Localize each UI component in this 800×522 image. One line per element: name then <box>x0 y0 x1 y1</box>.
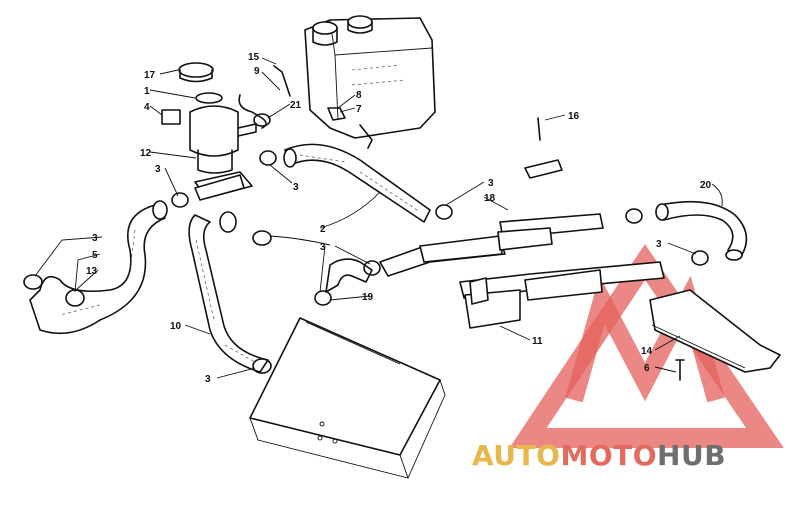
callout-18: 18 <box>484 193 496 204</box>
callout-6: 6 <box>644 363 650 374</box>
heat-exchanger-rails <box>379 213 665 329</box>
bleed-valve <box>524 117 563 179</box>
brand-hub: HUB <box>657 439 727 472</box>
leader-lines <box>34 57 723 379</box>
callout-labels: 17 1 4 12 3 15 9 21 8 7 3 2 3 5 13 3 19 … <box>86 52 712 385</box>
brand-auto: AUTO <box>472 439 561 472</box>
callout-14: 14 <box>641 346 653 357</box>
heat-exchanger-panel <box>249 317 446 479</box>
callout-3-left-top: 3 <box>155 164 161 175</box>
callout-3-right: 3 <box>656 239 662 250</box>
watermark-brand: AUTOMOTOHUB <box>472 439 726 472</box>
upper-hose <box>283 143 431 223</box>
label-plate <box>161 109 181 125</box>
callout-19: 19 <box>362 292 374 303</box>
callout-3-exchanger: 3 <box>488 178 494 189</box>
long-hose <box>188 211 269 373</box>
mounting-hardware <box>238 65 346 129</box>
clamp-8 <box>435 204 453 220</box>
coolant-tank <box>304 15 436 149</box>
clamp-6 <box>363 260 381 276</box>
callout-3-bottom: 3 <box>205 374 211 385</box>
clamp-11 <box>252 358 272 374</box>
clamp-2 <box>171 192 189 208</box>
callout-20: 20 <box>700 180 712 191</box>
callout-12: 12 <box>140 148 152 159</box>
callout-7: 7 <box>356 104 362 115</box>
clamp-5 <box>252 230 272 246</box>
callout-5: 5 <box>92 250 98 261</box>
callout-2: 2 <box>320 224 326 235</box>
callout-3-pump: 3 <box>293 182 299 193</box>
callout-15: 15 <box>248 52 260 63</box>
callout-3-middle: 3 <box>320 242 326 253</box>
brand-moto: MOTO <box>560 439 658 472</box>
callout-3-left-hose: 3 <box>92 233 98 244</box>
clamp-9 <box>625 208 643 224</box>
callout-10: 10 <box>170 321 182 332</box>
elbow-hose <box>325 258 373 293</box>
callout-16: 16 <box>568 111 580 122</box>
callout-1: 1 <box>144 86 150 97</box>
callout-8: 8 <box>356 90 362 101</box>
skid-plate <box>649 289 781 373</box>
callout-4: 4 <box>144 102 150 113</box>
clamp-1 <box>259 150 277 166</box>
right-hose <box>655 200 748 261</box>
screw <box>675 359 685 381</box>
clamp-3 <box>23 274 43 290</box>
callout-11: 11 <box>532 336 543 347</box>
callout-21: 21 <box>290 100 302 111</box>
connector-hose <box>194 174 245 201</box>
callout-13: 13 <box>86 266 98 277</box>
callout-17: 17 <box>144 70 156 81</box>
callout-9: 9 <box>254 66 260 77</box>
left-hose <box>29 200 168 335</box>
clamp-10 <box>691 250 709 266</box>
pump-housing <box>161 62 257 199</box>
hose-clamps <box>23 150 709 374</box>
clamp-7 <box>314 290 332 306</box>
